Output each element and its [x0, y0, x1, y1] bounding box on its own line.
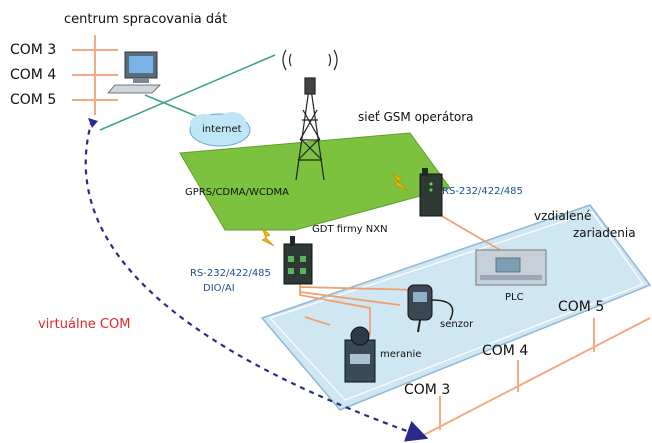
internet-label: internet [202, 124, 242, 135]
right-com-3: COM 3 [404, 382, 451, 398]
device-cabling [299, 205, 501, 335]
gprs-label: GPRS/CDMA/WCDMA [185, 187, 290, 198]
left-com-3: COM 3 [10, 42, 57, 58]
left-com-5: COM 5 [10, 92, 57, 108]
gsm-network-label: sieť GSM operátora [358, 110, 474, 124]
rs-left-line2: DIO/AI [203, 283, 235, 294]
sensor-label: senzor [440, 319, 474, 330]
left-com-4: COM 4 [10, 67, 57, 83]
metering-label: meranie [380, 349, 422, 360]
remote-devices-line2: zariadenia [573, 226, 636, 240]
computer-icon [107, 51, 161, 94]
plc-icon [475, 249, 547, 286]
gdt-device-icon [283, 236, 313, 285]
gdt-label: GDT firmy NXN [312, 224, 388, 235]
modem-icon [419, 168, 443, 217]
sensor-icon [407, 284, 454, 333]
rs-left-line1: RS-232/422/485 [190, 268, 271, 279]
center-title: centrum spracovania dát [64, 12, 228, 27]
cloud-icon [189, 112, 251, 147]
left-com-bus [72, 35, 118, 115]
antenna-tower-icon [282, 49, 338, 181]
rs-top-label: RS-232/422/485 [442, 186, 523, 197]
right-com-4: COM 4 [482, 343, 529, 359]
lightning-icon [261, 172, 409, 247]
remote-devices-line1: vzdialené [534, 209, 592, 223]
virtual-com-label: virtuálne COM [38, 317, 131, 332]
network-line [99, 54, 276, 131]
virtual-com-arrow [84, 119, 429, 442]
gsm-area [179, 132, 451, 231]
plc-label: PLC [505, 292, 524, 303]
right-com-5: COM 5 [558, 299, 605, 315]
meter-icon [344, 326, 376, 383]
right-com-bus [417, 317, 651, 439]
arrow-head-top [88, 118, 98, 128]
